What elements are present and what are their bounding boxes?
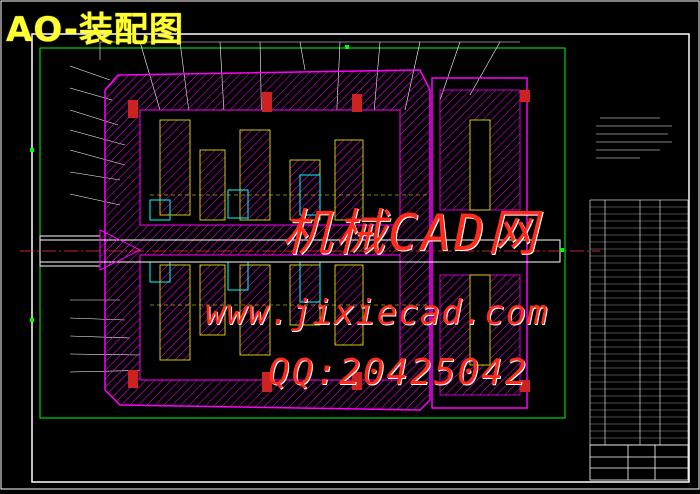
tech-notes [596, 117, 672, 159]
parts-list [589, 199, 689, 446]
frame-markers [30, 45, 564, 322]
title-block [589, 444, 689, 481]
watermark-site-name: 机械CAD网 [282, 204, 541, 262]
hidden-lines [150, 194, 430, 306]
end-housing [431, 77, 530, 409]
drawing-title: AO-装配图 [6, 10, 184, 50]
parts-list-rows [590, 206, 688, 439]
drawing-frame [31, 33, 690, 483]
watermark-qq: QQ:20425042 [268, 352, 529, 393]
watermark-url: www.jixiecad.com [205, 293, 549, 333]
view-outline [39, 47, 566, 419]
